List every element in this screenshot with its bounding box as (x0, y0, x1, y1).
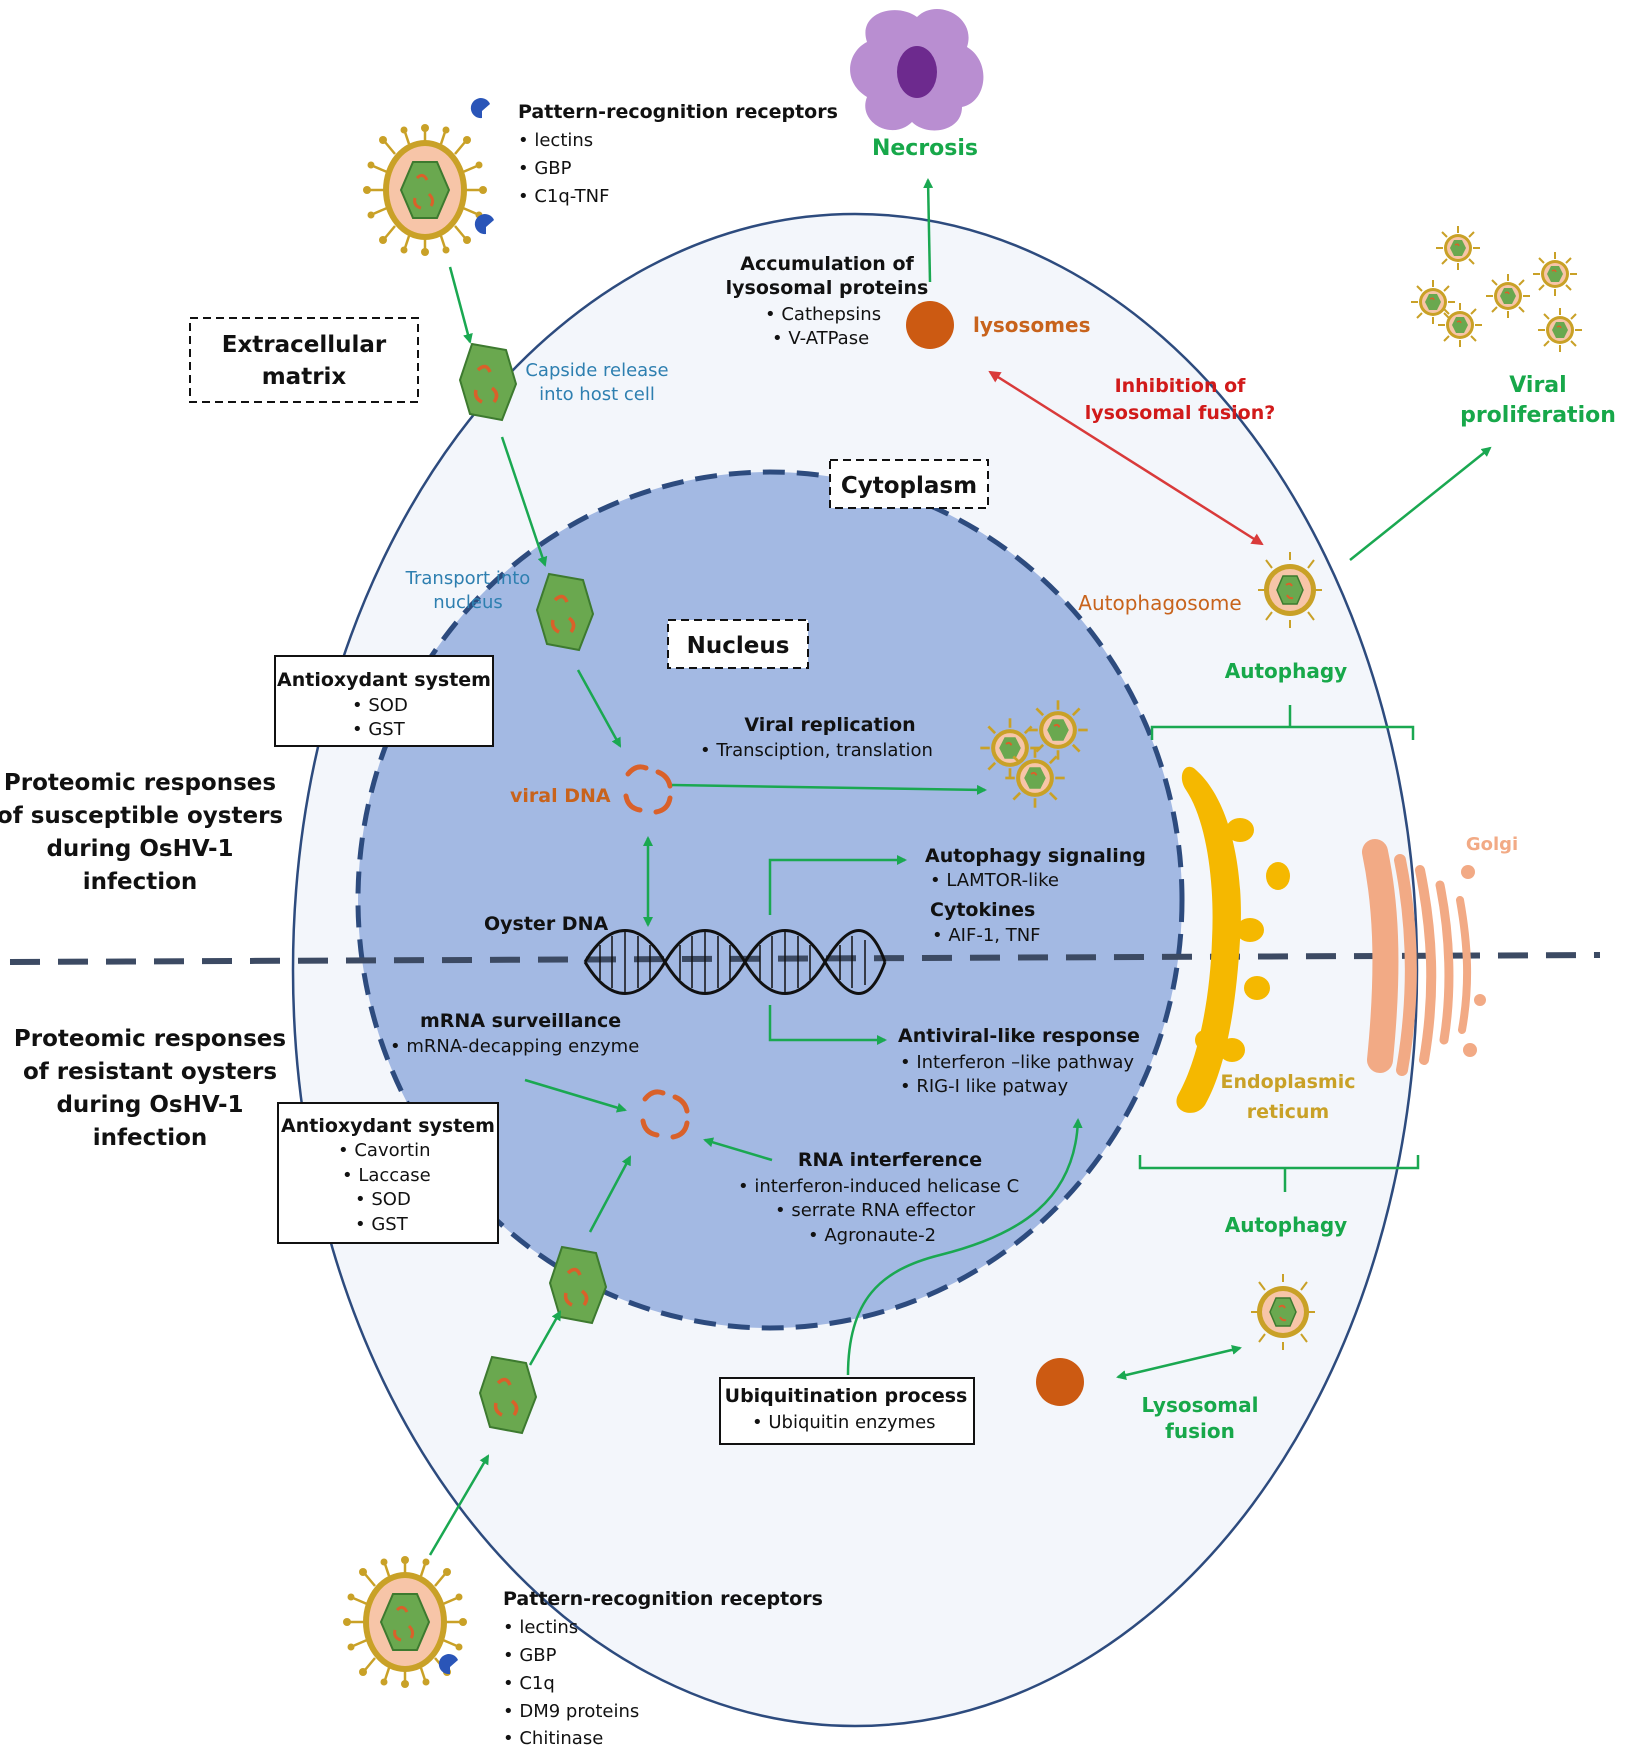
lysosome-top (906, 301, 954, 349)
autophagy-brackets (1138, 705, 1420, 1192)
antioxidant-top-item: • SOD (352, 695, 408, 716)
necrotic-cell (850, 8, 984, 131)
autophagosome-label: Autophagosome (1078, 591, 1241, 615)
bottom-prr-item: • DM9 proteins (503, 1701, 639, 1722)
mrna-surveillance-title: mRNA surveillance (420, 1010, 621, 1032)
cytoplasm-box (829, 459, 989, 509)
viral-replication-title: Viral replication (744, 714, 915, 736)
autophagy-bottom-label: Autophagy (1225, 1213, 1347, 1237)
antioxidant-top-item: • GST (352, 719, 406, 740)
oyster-dna-helix (583, 929, 887, 995)
lysosomal-item: • Cathepsins (765, 304, 881, 325)
divider-line (9, 952, 1601, 965)
autophagy-signaling-item: • LAMTOR-like (930, 870, 1059, 891)
cytokines-title: Cytokines (930, 899, 1035, 921)
antiviral-item: • Interferon –like pathway (900, 1052, 1134, 1073)
antioxidant-bottom-box (277, 1102, 499, 1244)
mini-virion (1537, 307, 1583, 353)
mini-virion (1435, 225, 1481, 271)
antiviral-item: • RIG-I like patway (900, 1076, 1068, 1097)
nucleus-box (667, 619, 809, 669)
rna-interference-item: • interferon-induced helicase C (738, 1176, 1019, 1197)
bottom-prr-item: • C1q (503, 1673, 555, 1694)
viral-dna-label: viral DNA (510, 785, 611, 807)
autophagy-signaling-title: Autophagy signaling (925, 845, 1146, 867)
cytoplasm-label: Cytoplasm (841, 473, 977, 499)
antioxidant-bottom-item: • GST (355, 1214, 409, 1235)
top-prr-item: • GBP (518, 158, 572, 179)
receptor-top-1 (470, 98, 490, 119)
bottom-prr-item: • Chitinase (503, 1728, 603, 1749)
cytokines-item: • AIF-1, TNF (932, 925, 1041, 946)
mini-virion (1485, 273, 1531, 319)
autophagy-top-label: Autophagy (1225, 659, 1347, 683)
extracellular-matrix-box (189, 317, 419, 403)
ubiquitination-box (719, 1377, 975, 1445)
receptor-top-2 (474, 214, 494, 235)
antioxidant-bottom-item: • Laccase (342, 1165, 431, 1186)
lysosomal-item: • V-ATPase (772, 328, 869, 349)
antiviral-title: Antiviral-like response (898, 1025, 1140, 1047)
bottom-prr-item: • GBP (503, 1645, 557, 1666)
endoplasmic-reticulum (1176, 766, 1290, 1113)
inhibition-arrow (988, 370, 1264, 546)
rna-interference-item: • Agronaute-2 (808, 1225, 936, 1246)
golgi (1362, 839, 1486, 1076)
receptor-bottom (438, 1654, 458, 1675)
top-prr-title: Pattern-recognition receptors (518, 101, 838, 123)
antioxidant-bottom-item: • Cavortin (338, 1140, 430, 1161)
necrosis-label: Necrosis (872, 136, 978, 161)
mini-virion (1437, 302, 1483, 348)
rna-interference-title: RNA interference (798, 1149, 982, 1171)
antioxidant-bottom-item: • SOD (355, 1189, 411, 1210)
progeny-virion (1026, 698, 1090, 762)
top-prr-item: • lectins (518, 130, 593, 151)
oyster-dna-label: Oyster DNA (484, 913, 608, 935)
arrows (428, 178, 1492, 1556)
antioxidant-top-title: Antioxydant system (277, 669, 491, 691)
antioxidant-bottom-title: Antioxydant system (281, 1115, 495, 1137)
top-prr-item: • C1q-TNF (518, 186, 609, 207)
ubiquitination-title: Ubiquitination process (725, 1385, 968, 1407)
lysosome-bottom (1036, 1358, 1084, 1406)
antioxidant-top-box (274, 655, 494, 747)
nucleus-label: Nucleus (687, 633, 790, 659)
bottom-prr-item: • lectins (503, 1617, 578, 1638)
bottom-prr-title: Pattern-recognition receptors (503, 1588, 823, 1610)
virion-top (361, 122, 489, 258)
mrna-surveillance-item: • mRNA-decapping enzyme (390, 1036, 639, 1057)
mini-virion (1532, 251, 1578, 297)
ubiquitination-item: • Ubiquitin enzymes (752, 1412, 936, 1433)
golgi-label: Golgi (1466, 834, 1518, 855)
viral-replication-item: • Transciption, translation (700, 740, 933, 761)
progeny-virion (1003, 746, 1067, 810)
lysosomes-label: lysosomes (973, 313, 1091, 337)
rna-interference-item: • serrate RNA effector (775, 1200, 976, 1221)
